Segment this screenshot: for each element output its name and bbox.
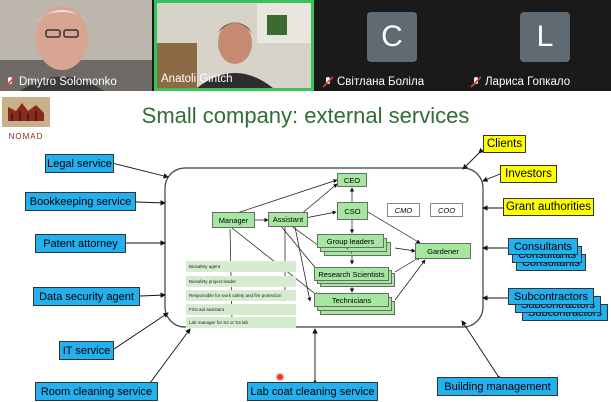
- role-label: Responsible for work safety and fire pro…: [186, 290, 296, 301]
- coo-box: COO: [430, 203, 463, 217]
- data-security-agent-box: Data security agent: [33, 287, 140, 306]
- assistant-box: Assistant: [268, 212, 308, 227]
- role-label: Biosafety project leader: [186, 276, 296, 287]
- avatar: C: [367, 12, 417, 62]
- slide-title: Small company: external services: [141, 103, 470, 128]
- role-label: First aid assistant: [186, 304, 296, 315]
- role-label: Biosafety agent: [186, 261, 296, 272]
- patent-attorney-box: Patent attorney: [35, 234, 126, 253]
- shared-slide: Small company: external services NOMAD L…: [0, 91, 611, 402]
- participant-name-1: Dmytro Solomonko: [4, 76, 117, 88]
- participant-video-2: [157, 3, 311, 88]
- manager-box: Manager: [212, 212, 255, 228]
- subcontractors-box: Subcontractors: [508, 288, 594, 305]
- logo-text: NOMAD: [8, 132, 44, 141]
- room-cleaning-service-box: Room cleaning service: [35, 382, 158, 401]
- investors-box: Investors: [500, 165, 557, 183]
- it-service-box: IT service: [59, 341, 114, 360]
- mic-muted-icon: [470, 76, 482, 88]
- clients-box: Clients: [483, 135, 526, 153]
- legal-service-box: Legal service: [45, 154, 114, 173]
- bookkeeping-service-box: Bookkeeping service: [25, 192, 136, 211]
- research-scientists-box: Research Scientists: [314, 267, 389, 281]
- video-participants-strip: Dmytro Solomonko Anatoli Giritch C Світл…: [0, 0, 611, 91]
- ceo-box: CEO: [337, 173, 367, 187]
- building-management-box: Building management: [437, 377, 558, 396]
- avatar: L: [520, 12, 570, 62]
- participant-tile-2-active-speaker[interactable]: Anatoli Giritch: [154, 0, 314, 91]
- grant-authorities-box: Grant authorities: [503, 198, 594, 216]
- role-label: Lab manager for S2 or S3 lab: [186, 317, 296, 328]
- nomad-logo-image: [2, 97, 50, 127]
- mic-muted-icon: [322, 76, 334, 88]
- gardener-box: Gardener: [415, 243, 471, 259]
- lab-coat-cleaning-service-box: Lab coat cleaning service: [247, 382, 378, 401]
- nomad-logo: NOMAD: [2, 97, 50, 141]
- participant-name-4: Лариса Гопкало: [470, 76, 570, 88]
- participant-name-2: Anatoli Giritch: [161, 73, 233, 85]
- participant-video-1: [0, 0, 152, 91]
- cso-box: CSO: [337, 202, 368, 220]
- participant-tile-1[interactable]: Dmytro Solomonko: [0, 0, 152, 91]
- participant-tile-3[interactable]: C Світлана Боліла: [318, 0, 464, 91]
- participant-name-3: Світлана Боліла: [322, 76, 424, 88]
- consultants-box: Consultants: [508, 238, 578, 255]
- mic-muted-icon: [4, 76, 16, 88]
- technicians-box: Technicians: [314, 293, 389, 307]
- participant-tile-4[interactable]: L Лариса Гопкало: [466, 0, 611, 91]
- laser-pointer-icon: [277, 374, 283, 380]
- cmo-box: CMO: [387, 203, 420, 217]
- group-leaders-box: Group leaders: [317, 234, 384, 248]
